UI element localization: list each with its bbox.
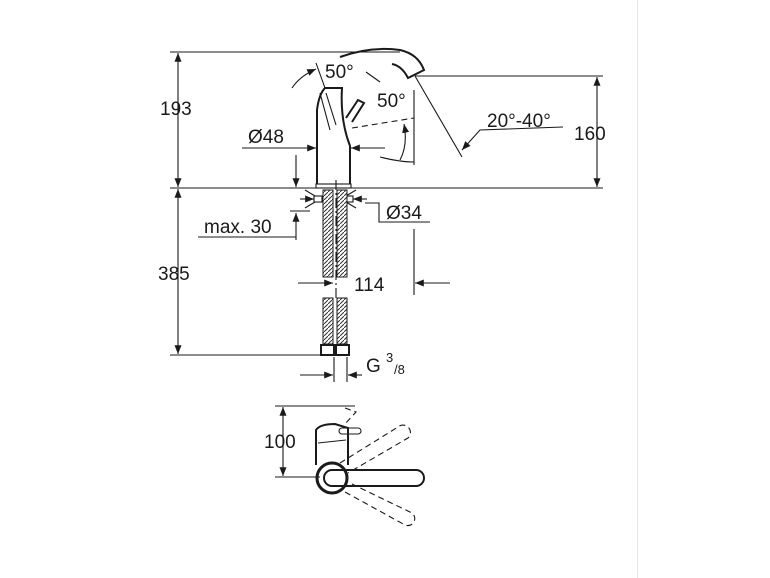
top-view: 100 bbox=[264, 405, 425, 527]
svg-text:114: 114 bbox=[354, 275, 385, 296]
svg-text:/8: /8 bbox=[394, 362, 405, 377]
angle-annotations: 50° 50° 20°-40° bbox=[291, 62, 564, 163]
svg-text:3: 3 bbox=[386, 350, 393, 365]
svg-text:Ø34: Ø34 bbox=[386, 203, 422, 224]
svg-text:193: 193 bbox=[160, 99, 192, 120]
dimension-160: 160 bbox=[574, 77, 606, 187]
svg-text:50°: 50° bbox=[377, 91, 406, 112]
svg-text:Ø48: Ø48 bbox=[248, 127, 284, 148]
dimension-114: 114 bbox=[298, 275, 450, 296]
mounting-hardware: Ø34 max. 30 bbox=[198, 155, 430, 240]
dimension-193: 193 bbox=[160, 53, 192, 187]
svg-text:385: 385 bbox=[158, 264, 190, 285]
svg-text:G: G bbox=[366, 356, 381, 377]
svg-text:20°-40°: 20°-40° bbox=[487, 111, 551, 132]
page-edge-divider bbox=[637, 0, 638, 578]
svg-text:max. 30: max. 30 bbox=[204, 217, 272, 238]
dimension-diameter-48: Ø48 bbox=[242, 127, 385, 152]
faucet-body bbox=[315, 47, 426, 300]
dimension-385: 385 bbox=[158, 189, 190, 354]
supply-hoses bbox=[320, 189, 350, 356]
svg-text:50°: 50° bbox=[325, 62, 354, 83]
svg-text:160: 160 bbox=[574, 124, 606, 145]
dimension-thread: G 3 /8 bbox=[300, 350, 405, 382]
svg-text:100: 100 bbox=[264, 432, 296, 453]
